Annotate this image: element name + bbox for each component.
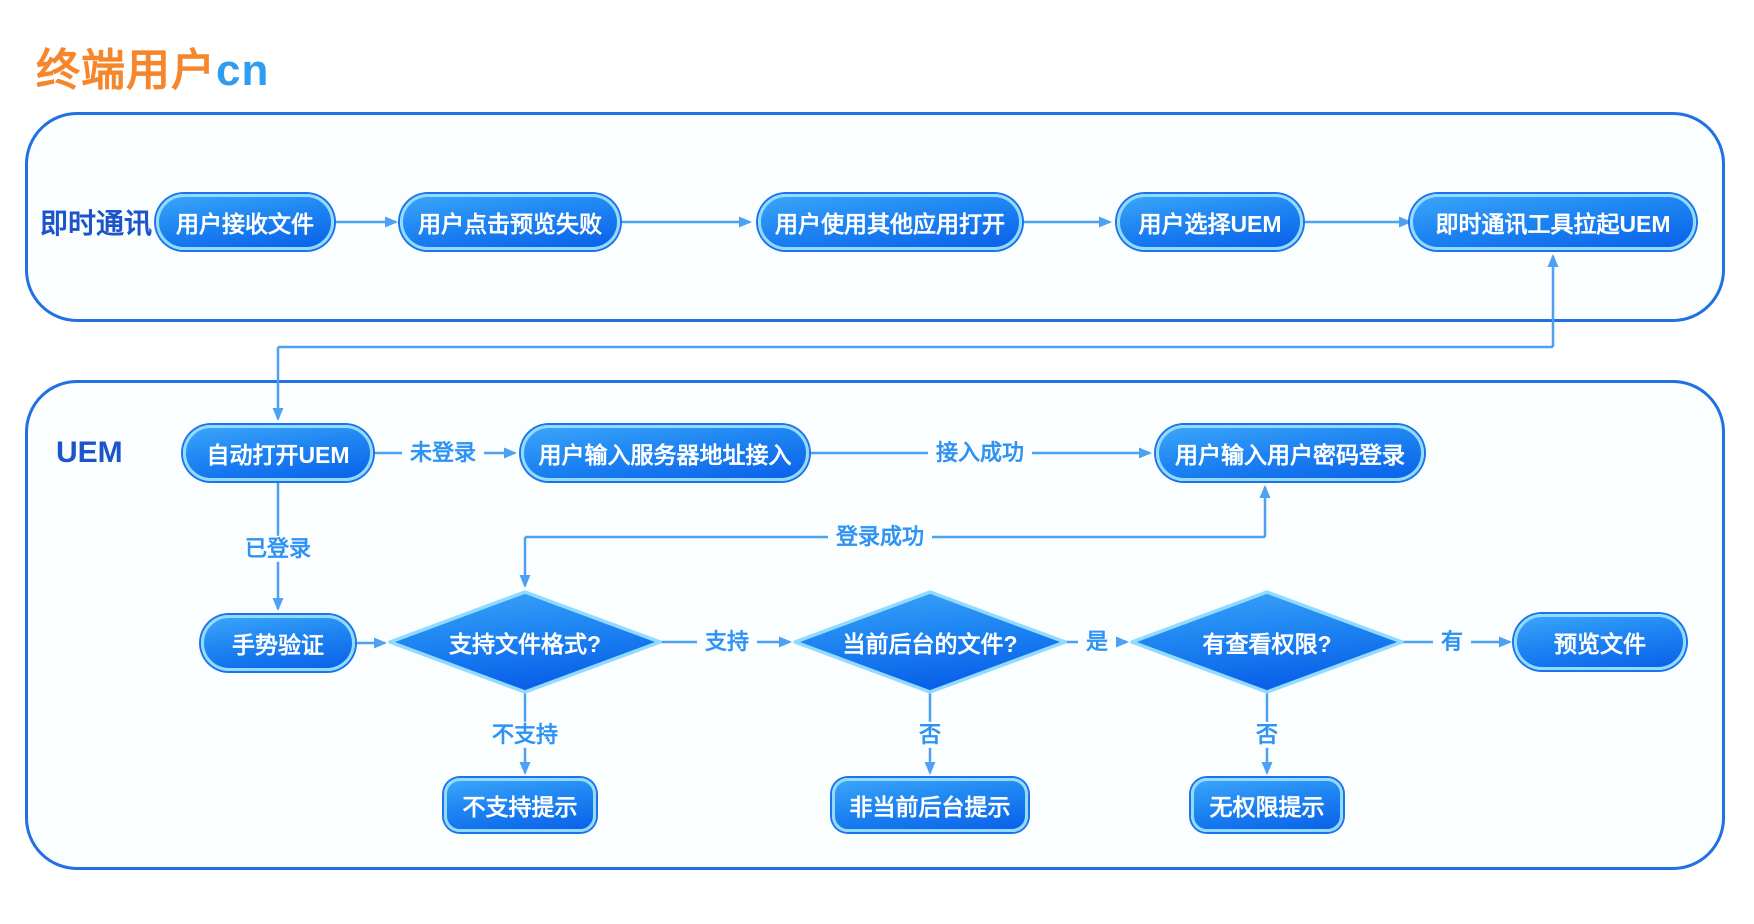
node-unsupported-tip: 不支持提示 bbox=[444, 778, 596, 832]
edge-label-has-permission-yes: 有 bbox=[1432, 628, 1472, 656]
node-im-launch-uem: 即时通讯工具拉起UEM bbox=[1410, 194, 1696, 250]
node-format-supported-question: 支持文件格式? bbox=[448, 631, 602, 657]
lane-label-instant-messaging: 即时通讯 bbox=[40, 208, 153, 239]
node-open-with-other: 用户使用其他应用打开 bbox=[758, 194, 1022, 250]
page-title-secondary: cn bbox=[216, 46, 270, 95]
edge-label-not-logged-in: 未登录 bbox=[401, 439, 485, 467]
node-choose-uem: 用户选择UEM bbox=[1117, 194, 1303, 250]
edge-label-is-current-no: 否 bbox=[910, 721, 950, 749]
edge-label-unsupported: 不支持 bbox=[483, 721, 567, 749]
edge-label-supported: 支持 bbox=[696, 628, 758, 656]
node-receive-file: 用户接收文件 bbox=[156, 194, 334, 250]
edge-label-connect-success: 接入成功 bbox=[927, 439, 1033, 467]
edge-label-has-permission-no: 否 bbox=[1247, 721, 1287, 749]
node-enter-server: 用户输入服务器地址接入 bbox=[521, 425, 809, 481]
node-has-permission-question: 有查看权限? bbox=[1202, 631, 1332, 657]
node-gesture-verify: 手势验证 bbox=[201, 615, 355, 671]
lane-label-uem: UEM bbox=[56, 436, 123, 469]
node-preview-fail: 用户点击预览失败 bbox=[400, 194, 620, 250]
node-not-current-backend-tip: 非当前后台提示 bbox=[832, 778, 1028, 832]
page-title: 终端用户cn bbox=[36, 34, 269, 98]
node-auto-open-uem: 自动打开UEM bbox=[183, 425, 373, 481]
page-title-primary: 终端用户 bbox=[36, 46, 216, 95]
node-enter-password: 用户输入用户密码登录 bbox=[1156, 425, 1424, 481]
node-current-backend-question: 当前后台的文件? bbox=[842, 631, 1018, 657]
edge-label-login-success: 登录成功 bbox=[827, 523, 933, 551]
edge-label-logged-in: 已登录 bbox=[236, 535, 320, 563]
node-preview-file: 预览文件 bbox=[1514, 614, 1686, 670]
node-no-permission-tip: 无权限提示 bbox=[1191, 778, 1343, 832]
edge-label-is-current-yes: 是 bbox=[1077, 628, 1117, 656]
